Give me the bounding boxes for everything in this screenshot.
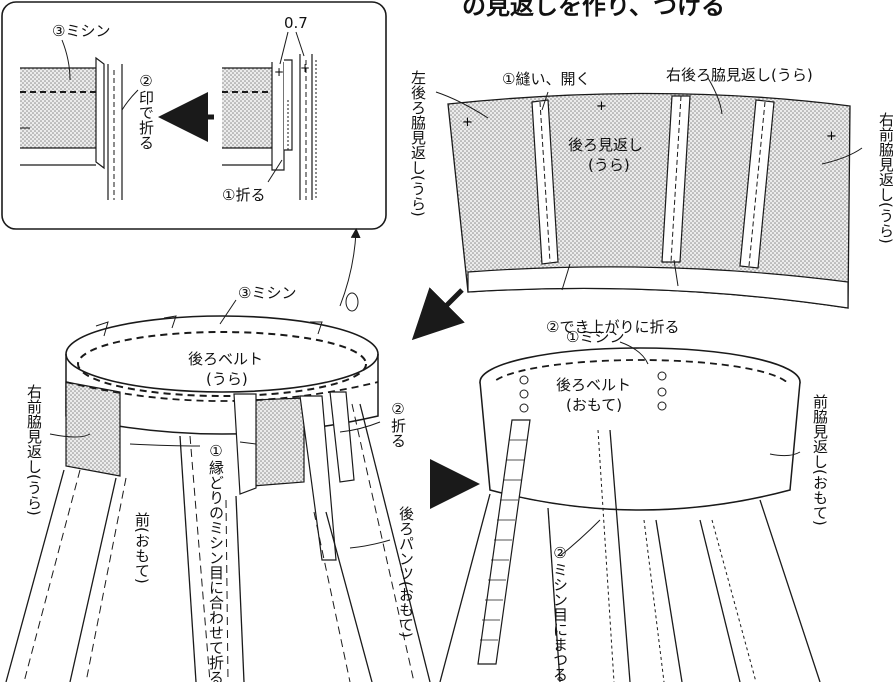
left-back-belt-label: 後ろベルト xyxy=(188,350,263,368)
front-outside-label: 前(おもて) xyxy=(133,512,151,584)
left-pants-figure xyxy=(5,299,431,682)
fold-finish-label: ②でき上がりに折る xyxy=(546,318,679,336)
left-step3-machine-label: ③ミシン xyxy=(238,284,296,302)
title-fragment: の見返しを作り、つける xyxy=(462,0,725,20)
svg-text:+: + xyxy=(274,65,284,79)
right-step2-stitch-label: ②ミシン目にまつる xyxy=(551,544,569,682)
right-front-side-facing-label-2: 前脇見返し(おもて) xyxy=(811,394,829,526)
right-back-side-facing-label: 右後ろ脇見返し(うら) xyxy=(666,66,813,84)
right-back-belt-sub-label: (おもて) xyxy=(566,396,622,414)
svg-text:+: + xyxy=(826,129,837,144)
svg-text:+: + xyxy=(596,99,607,114)
left-step2-fold-label: ②折る xyxy=(389,400,407,448)
right-back-belt-label: 後ろベルト xyxy=(556,376,631,394)
inset-box: ③ミシン ②印で折る + + 0.7 ①折る xyxy=(1,1,387,230)
right-pants-figure xyxy=(439,341,821,682)
diagonal-arrow-icon xyxy=(411,287,465,341)
inset-left-figure xyxy=(20,39,139,200)
back-facing-sub-label: (うら) xyxy=(588,156,630,174)
left-back-belt-sub-label: (うら) xyxy=(206,370,248,388)
inset-pointer-line xyxy=(339,228,361,307)
inset-step2-label: ②印で折る xyxy=(137,72,155,150)
inset-step1-label: ①折る xyxy=(222,186,265,204)
right-step1-machine-label: ①ミシン xyxy=(566,328,624,346)
back-pants-outside-label: 後ろパンツ(おもて) xyxy=(397,506,415,638)
left-step1-fold-label: ①縁どりのミシン目に合わせて折る xyxy=(207,442,225,682)
inset-step3-label: ③ミシン xyxy=(52,22,110,40)
sew-open-label: ①縫い、開く xyxy=(502,70,590,88)
right-front-side-facing-label: 右前脇見返し(うら) xyxy=(877,112,893,244)
inset-right-figure: + + xyxy=(222,31,317,200)
back-facing-label: 後ろ見返し xyxy=(568,136,643,154)
left-right-front-side-facing-label: 右前脇見返し(うら) xyxy=(25,384,43,516)
svg-text:+: + xyxy=(462,115,473,130)
left-back-side-facing-label: 左後ろ脇見返し(うら) xyxy=(409,70,427,217)
detail-circle xyxy=(345,292,359,312)
inset-measure-label: 0.7 xyxy=(284,14,308,32)
svg-text:+: + xyxy=(300,61,310,75)
facing-panel: + + + xyxy=(435,77,863,309)
